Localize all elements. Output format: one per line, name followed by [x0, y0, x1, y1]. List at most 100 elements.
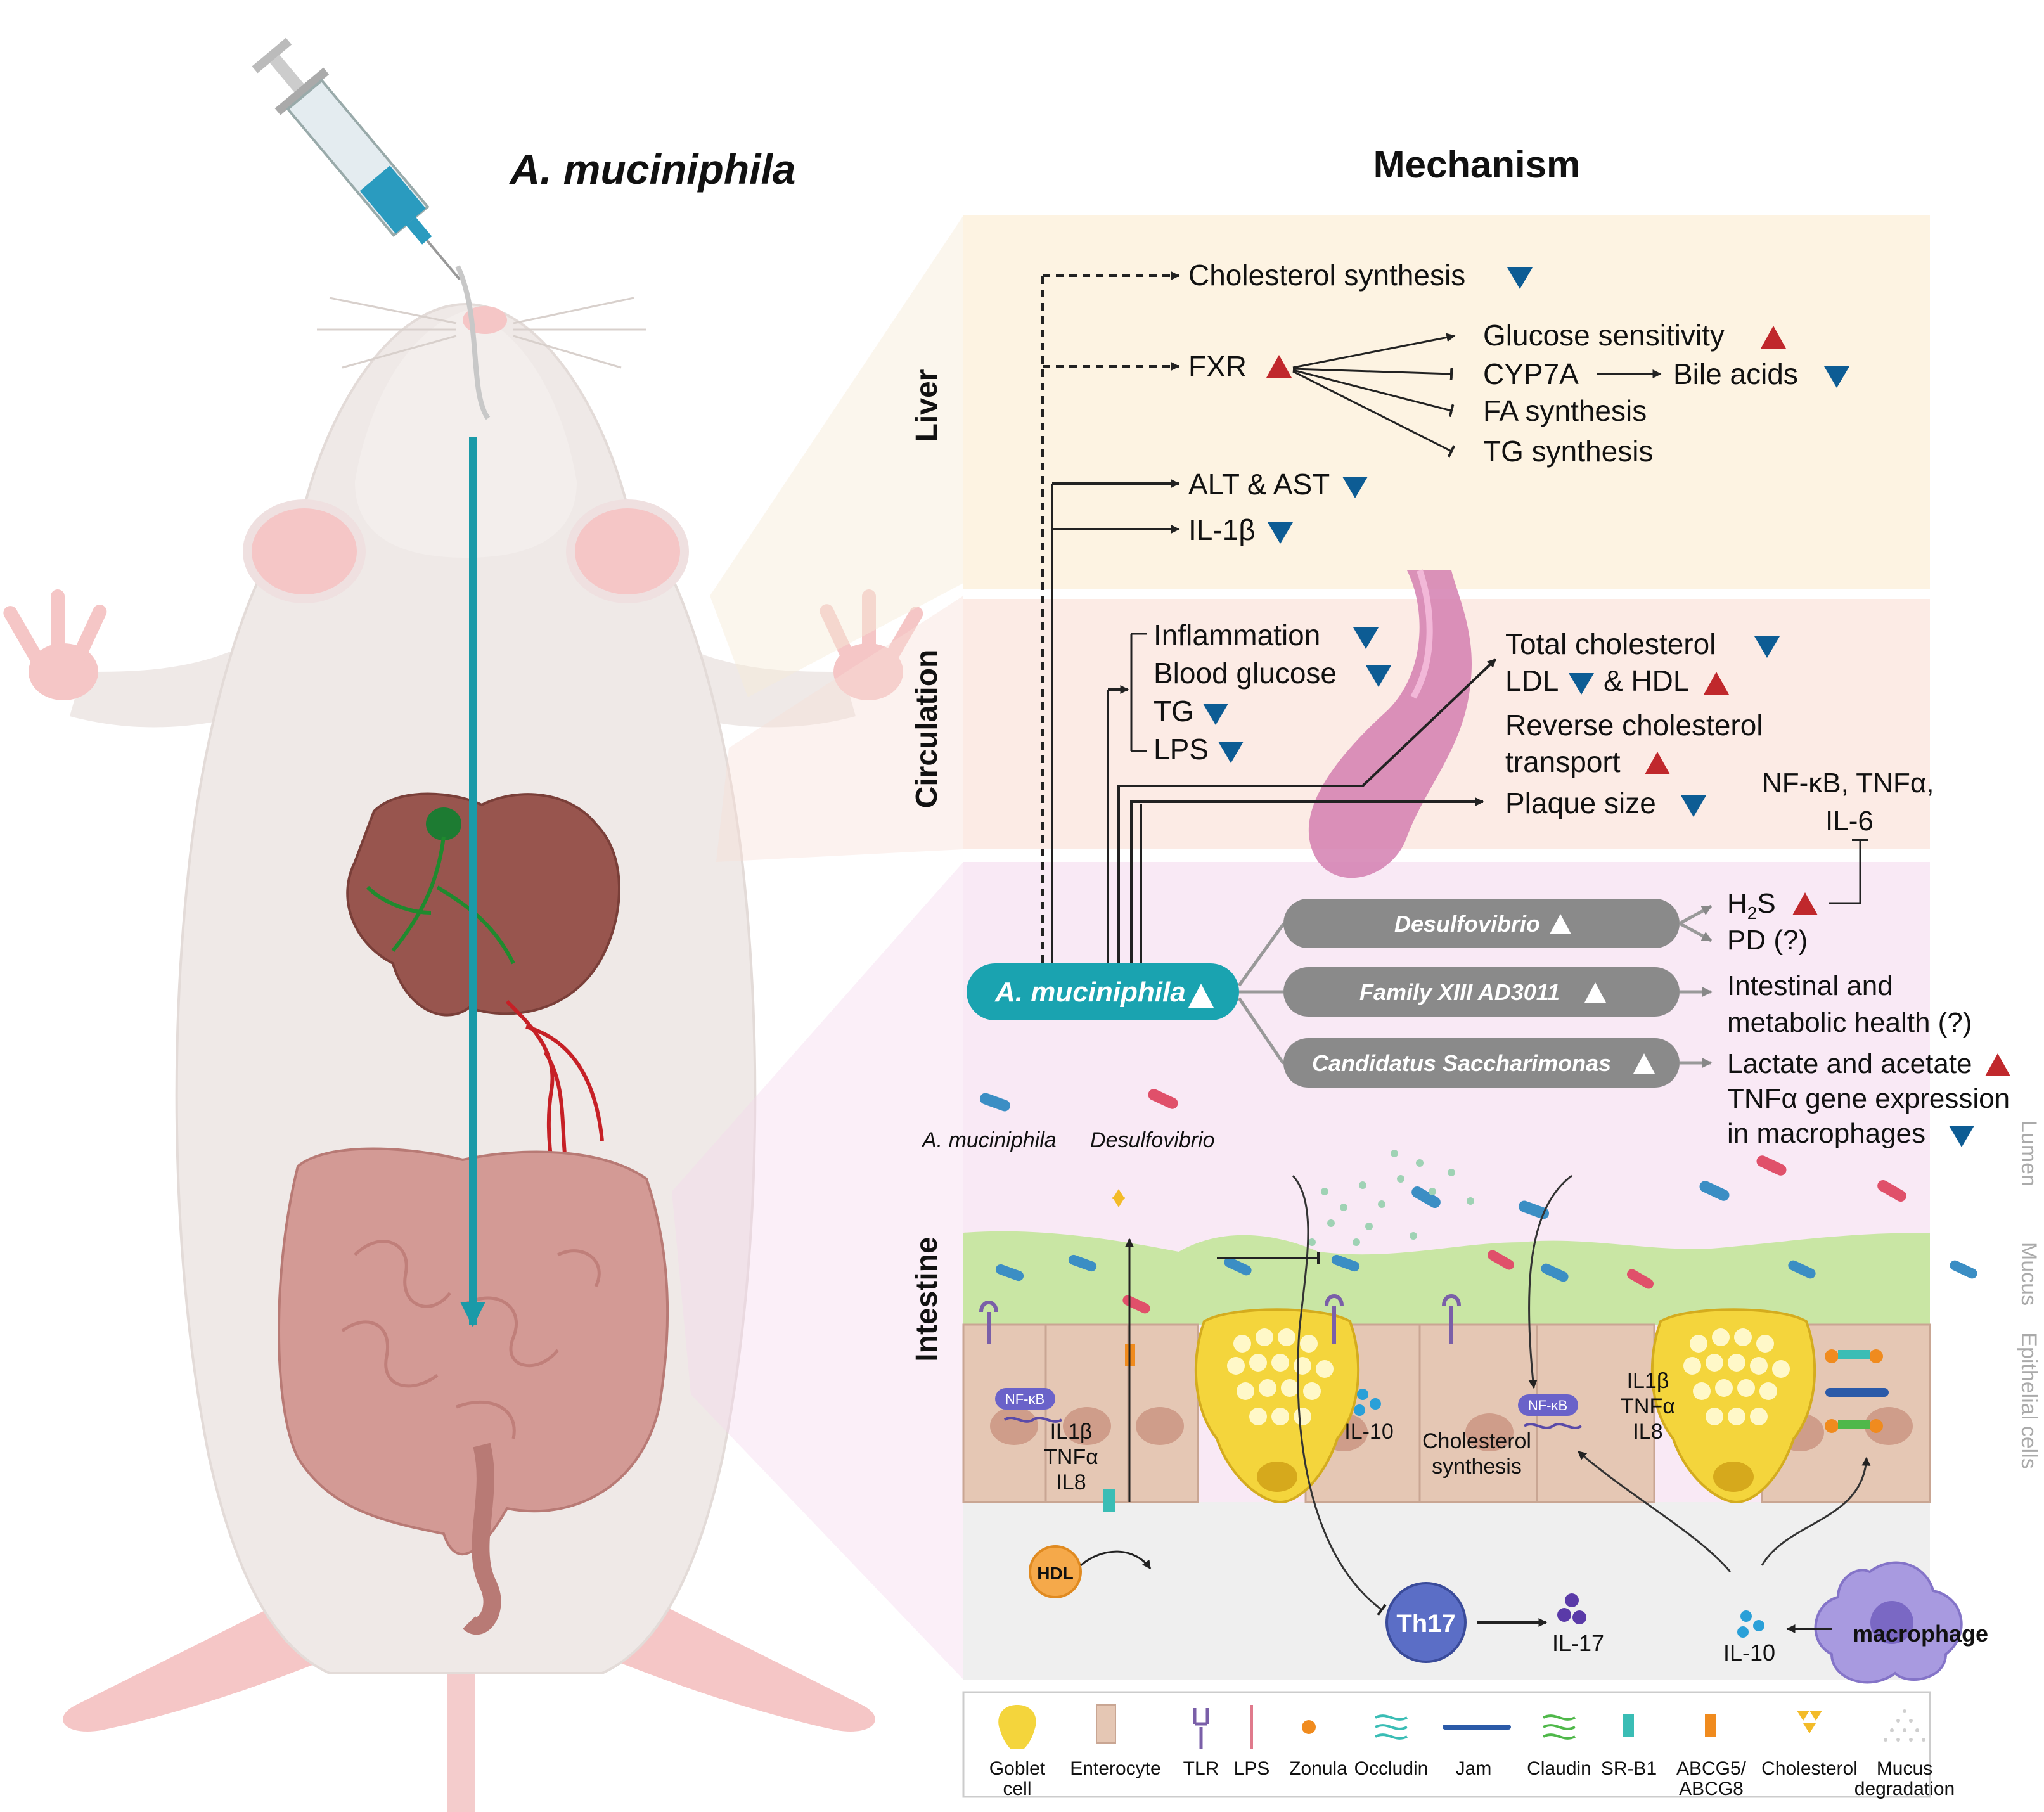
legend-icons	[998, 1704, 1925, 1749]
legend-box	[962, 1691, 1931, 1798]
legend-label: Claudin	[1527, 1758, 1591, 1779]
mucus-degradation-icon	[1884, 1709, 1925, 1742]
up-arrow-icon	[1550, 914, 1571, 934]
cell-il10-top: IL-10	[1344, 1420, 1394, 1444]
down-arrow-icon	[1203, 704, 1228, 725]
tlr-icon	[1193, 1708, 1209, 1749]
legend-label: ABCG5/	[1676, 1758, 1747, 1779]
up-arrow-icon	[1645, 752, 1670, 774]
cell-il10-bottom: IL-10	[1723, 1640, 1775, 1666]
mucus-layer	[963, 1231, 1930, 1325]
side-label-epithelial: Epithelial cells	[2017, 1332, 2041, 1468]
down-arrow-icon	[1754, 636, 1780, 658]
desulfovibrio-pill	[1283, 899, 1680, 948]
down-arrow-icon	[1342, 477, 1368, 498]
circ-reverse-line1: Reverse cholesterol	[1505, 709, 1763, 742]
mucus-degradation-dots	[1308, 1150, 1474, 1246]
akk-pill	[967, 963, 1239, 1020]
outcome-tnf-line2: in macrophages	[1727, 1118, 1925, 1149]
legend-label: ABCG8	[1679, 1778, 1744, 1799]
legend-label: Jam	[1456, 1758, 1492, 1779]
down-arrow-icon	[1681, 795, 1706, 817]
liver-glucose-sensitivity: Glucose sensitivity	[1483, 319, 1725, 352]
microbe-outcomes: NF-κB, TNFα, IL-6 H2S PD (?) Intestinal …	[1727, 768, 2010, 1149]
cytokine-tnfa-right: TNFα	[1621, 1394, 1675, 1418]
section-liver: Liver	[910, 369, 944, 442]
legend-labels: Goblet cell Enterocyte TLR LPS Zonula Oc…	[989, 1758, 1955, 1799]
down-arrow-icon	[1569, 673, 1594, 695]
liver-cyp7a: CYP7A	[1483, 357, 1579, 390]
up-arrow-icon	[1792, 892, 1818, 915]
akk-pill-label: A. muciniphila	[994, 977, 1186, 1008]
circ-total-cholesterol: Total cholesterol	[1505, 627, 1716, 660]
section-circulation: Circulation	[910, 650, 944, 809]
down-arrow-icon	[1824, 366, 1849, 388]
family-pill-label: Family XIII AD3011	[1359, 979, 1560, 1005]
cytokine-tnfa-left: TNFα	[1044, 1445, 1098, 1469]
mouse-illustration	[3, 37, 963, 1812]
family-pill	[1283, 967, 1680, 1017]
legend-label: Zonula	[1289, 1758, 1347, 1779]
sr-b1-icon	[1623, 1714, 1634, 1737]
cell-chol-line1: Cholesterol	[1422, 1429, 1531, 1453]
legend-label: Enterocyte	[1070, 1758, 1160, 1779]
goblet-cell-icon	[998, 1705, 1036, 1749]
claudin-icon	[1543, 1714, 1576, 1740]
circulation-pathways: Inflammation Blood glucose TG LPS Total …	[1107, 569, 1780, 976]
outcome-pd: PD (?)	[1727, 925, 1808, 956]
down-arrow-icon	[1268, 522, 1293, 544]
down-arrow-icon	[1353, 627, 1379, 649]
outcome-tnf-line1: TNFα gene expression	[1727, 1083, 2010, 1114]
up-arrow-icon	[1704, 672, 1729, 695]
liver-panel	[963, 215, 1930, 589]
tight-junctions	[1825, 1349, 1889, 1433]
microbe-network: A. muciniphila Desulfovibrio Family XIII…	[967, 899, 1713, 1088]
outcome-lactate: Lactate and acetate	[1727, 1048, 1972, 1079]
th17-cell	[1385, 1582, 1467, 1663]
legend-label: Mucus	[1877, 1758, 1932, 1779]
cell-chol-line2: synthesis	[1432, 1455, 1522, 1479]
liver-alt-ast: ALT & AST	[1188, 468, 1330, 501]
liver-fa-synthesis: FA synthesis	[1483, 394, 1647, 427]
intestine-scene: A. muciniphila Desulfovibrio	[921, 1089, 1988, 1684]
legend-label: degradation	[1854, 1778, 1955, 1799]
section-intestine: Intestine	[910, 1237, 944, 1361]
tlr-receptors	[979, 1294, 1461, 1344]
cholesterol-icon	[1797, 1711, 1822, 1733]
cytokine-il1b-left: IL1β	[1050, 1420, 1093, 1444]
cytokine-il8-right: IL8	[1633, 1420, 1662, 1444]
down-arrow-icon	[1507, 267, 1533, 289]
nfkb-label-left: NF-κB	[1005, 1391, 1044, 1407]
circ-hdl: & HDL	[1604, 664, 1689, 697]
lumen-bacteria	[979, 1089, 1906, 1219]
circ-blood-glucose: Blood glucose	[1154, 657, 1337, 690]
side-label-lumen: Lumen	[2017, 1121, 2041, 1186]
legend-label: TLR	[1183, 1758, 1219, 1779]
circ-reverse-line2: transport	[1505, 745, 1621, 778]
abcg-icon	[1705, 1714, 1716, 1737]
up-arrow-icon	[1633, 1053, 1655, 1074]
circ-tg: TG	[1154, 695, 1194, 728]
outcome-intestinal-line2: metabolic health (?)	[1727, 1007, 1972, 1038]
liver-pathways: Cholesterol synthesis FXR Glucose sensit…	[1041, 259, 1849, 976]
title-right: Mechanism	[1373, 143, 1581, 186]
circ-inflammation: Inflammation	[1154, 619, 1320, 652]
lumen-label-desulfo: Desulfovibrio	[1090, 1128, 1215, 1152]
saccharimonas-pill	[1283, 1038, 1680, 1088]
enterocyte-nuclei	[990, 1407, 1913, 1451]
up-arrow-icon	[1985, 1053, 2010, 1076]
up-arrow-icon	[1761, 326, 1786, 349]
legend-label: Goblet	[989, 1758, 1046, 1779]
legend-label: SR-B1	[1601, 1758, 1657, 1779]
cell-hdl: HDL	[1037, 1564, 1074, 1583]
up-arrow-icon	[1584, 982, 1606, 1003]
down-arrow-icon	[1366, 665, 1391, 687]
hdl-particle	[1029, 1545, 1082, 1598]
goblet-cells	[1194, 1308, 1816, 1504]
legend-label: Occludin	[1354, 1758, 1429, 1779]
circ-plaque: Plaque size	[1505, 787, 1656, 819]
mucus-bacteria	[995, 1250, 1977, 1314]
liver-cholesterol-synthesis: Cholesterol synthesis	[1188, 259, 1465, 292]
lumen-label-akk: A. muciniphila	[921, 1128, 1057, 1152]
desulfovibrio-pill-label: Desulfovibrio	[1394, 911, 1540, 937]
